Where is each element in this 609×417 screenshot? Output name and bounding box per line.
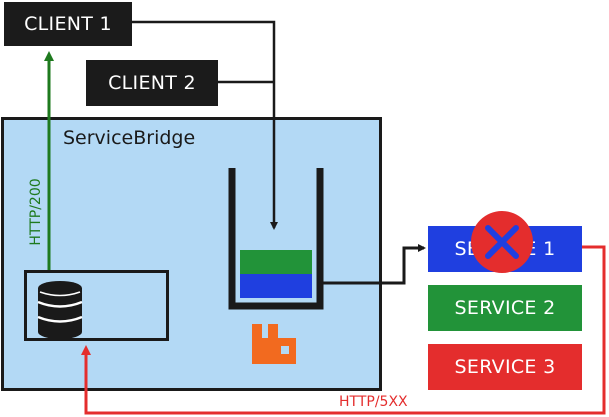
service-1-to-database-error-edge [81, 245, 606, 415]
database-box [24, 270, 169, 341]
service-2-node[interactable]: SERVICE 2 [428, 285, 582, 331]
queue-to-service-1-edge [320, 244, 426, 285]
client-1-to-queue-edge [132, 20, 278, 230]
client-1-node[interactable]: CLIENT 1 [4, 2, 132, 46]
service-3-node[interactable]: SERVICE 3 [428, 344, 582, 390]
http-5xx-label: HTTP/5XX [339, 394, 408, 410]
database-icon [37, 281, 83, 339]
rabbitmq-icon [252, 324, 296, 364]
client-2-node[interactable]: CLIENT 2 [86, 60, 218, 106]
servicebridge-title: ServiceBridge [63, 127, 196, 149]
queue-icon [228, 168, 324, 310]
failure-x-icon [471, 211, 533, 273]
